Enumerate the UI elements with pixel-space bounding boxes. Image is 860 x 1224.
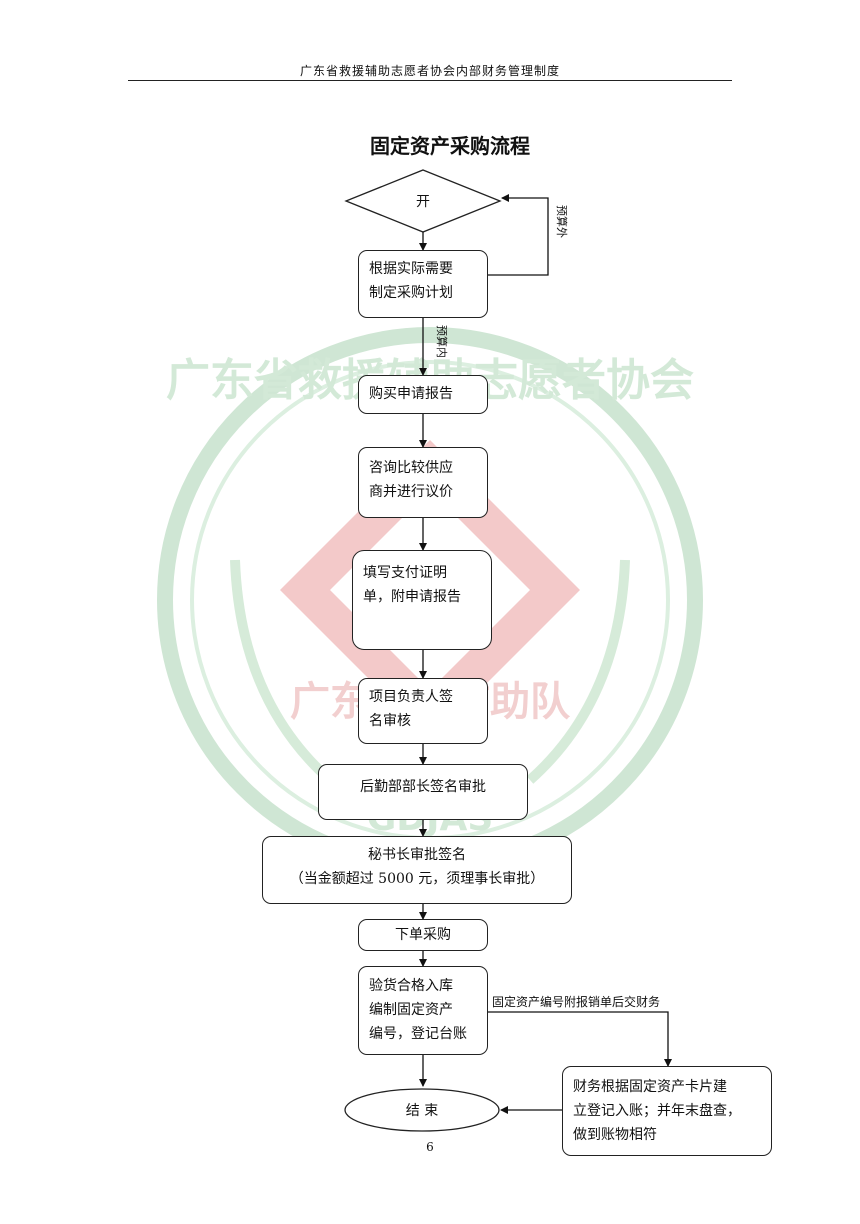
step-make-plan-line2: 制定采购计划 xyxy=(369,285,453,301)
label-over-budget: 预算外 xyxy=(555,205,568,238)
step-purchase-application-label: 购买申请报告 xyxy=(369,386,453,402)
step-finance-record-line3: 做到账物相符 xyxy=(573,1127,657,1143)
step-inspect-register-line1: 验货合格入库 xyxy=(369,978,453,994)
step-place-order: 下单采购 xyxy=(358,919,488,951)
step-secretary-approval-line1: 秘书长审批签名 xyxy=(368,847,466,863)
step-secretary-approval-line2: （当金额超过 5000 元，须理事长审批） xyxy=(289,871,545,887)
step-make-plan-line1: 根据实际需要 xyxy=(369,261,453,277)
step-logistics-approval-label: 后勤部部长签名审批 xyxy=(360,779,486,795)
step-inspect-register: 验货合格入库 编制固定资产 编号，登记台账 xyxy=(358,966,488,1055)
step-finance-record: 财务根据固定资产卡片建 立登记入账；并年末盘查， 做到账物相符 xyxy=(562,1066,772,1156)
step-supplier-inquiry: 咨询比较供应 商并进行议价 xyxy=(358,447,488,518)
step-finance-record-line1: 财务根据固定资产卡片建 xyxy=(573,1079,727,1095)
page-title: 固定资产采购流程 xyxy=(370,134,530,158)
step-payment-voucher-line1: 填写支付证明 xyxy=(363,565,447,581)
step-place-order-label: 下单采购 xyxy=(395,927,451,943)
end-label: 结 束 xyxy=(405,1103,439,1119)
step-logistics-approval: 后勤部部长签名审批 xyxy=(318,764,528,820)
header-rule xyxy=(128,80,732,81)
end-oval xyxy=(344,1088,500,1132)
label-within-budget: 预算内 xyxy=(435,325,448,358)
step-make-plan: 根据实际需要 制定采购计划 xyxy=(358,250,488,318)
step-finance-record-line2: 立登记入账；并年末盘查， xyxy=(573,1103,741,1119)
label-to-finance: 固定资产编号附报销单后交财务 xyxy=(492,995,661,1009)
step-project-leader-review-line2: 名审核 xyxy=(369,713,411,729)
step-inspect-register-line2: 编制固定资产 xyxy=(369,1002,453,1018)
step-secretary-approval: 秘书长审批签名 （当金额超过 5000 元，须理事长审批） xyxy=(262,836,572,904)
start-label: 开 xyxy=(416,194,430,210)
step-purchase-application: 购买申请报告 xyxy=(358,375,488,414)
step-inspect-register-line3: 编号，登记台账 xyxy=(369,1026,467,1042)
header-title: 广东省救援辅助志愿者协会内部财务管理制度 xyxy=(299,64,560,78)
step-supplier-inquiry-line1: 咨询比较供应 xyxy=(369,460,453,476)
step-payment-voucher-line2: 单，附申请报告 xyxy=(363,589,461,605)
step-payment-voucher: 填写支付证明 单，附申请报告 xyxy=(352,550,492,650)
step-project-leader-review-line1: 项目负责人签 xyxy=(369,689,453,705)
page-number: 6 xyxy=(426,1140,434,1154)
step-project-leader-review: 项目负责人签 名审核 xyxy=(358,678,488,744)
step-supplier-inquiry-line2: 商并进行议价 xyxy=(369,484,453,500)
